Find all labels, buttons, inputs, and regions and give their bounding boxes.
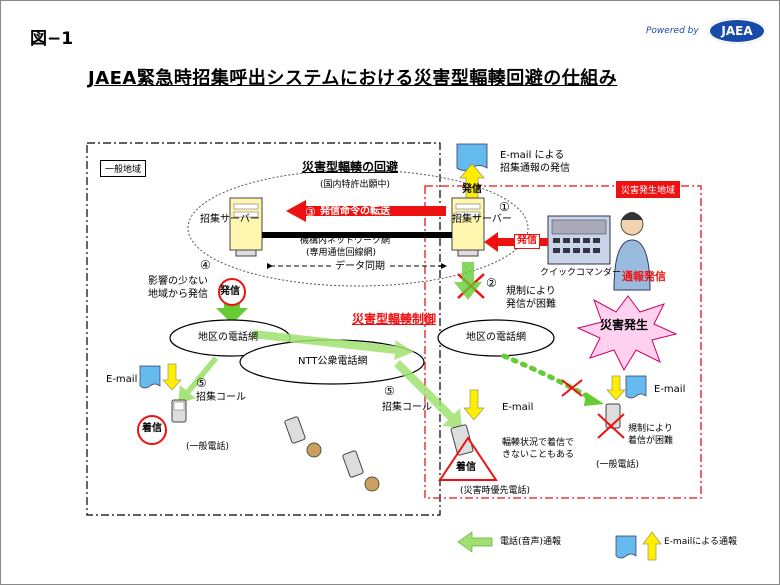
report-send-label: 通報発信 — [622, 270, 666, 283]
ntt-label: NTT公衆電話網 — [298, 356, 368, 367]
general-phone-left: (一般電話) — [186, 442, 230, 452]
congestion-note-line1: 輻輳状況で着信で — [502, 438, 575, 448]
disaster-burst-icon — [576, 295, 678, 372]
left-server-label: 招集サーバー — [200, 214, 260, 225]
legend-email-label: E-mailによる通報 — [664, 537, 737, 547]
network-line — [262, 232, 452, 238]
district-left-label: 地区の電話網 — [198, 332, 258, 343]
avoidance-title: 災害型輻輳の回避 — [302, 160, 399, 174]
phone-mid-icon — [450, 424, 474, 456]
step3-text: 発信命令の転送 — [320, 206, 390, 217]
received-circle-left-icon — [137, 415, 167, 445]
step2-marker: ② — [486, 276, 497, 290]
yellow-arrow-up-icon — [459, 163, 485, 201]
disaster-area-border — [424, 185, 702, 499]
green-arrow-cross-icon — [252, 330, 414, 360]
jaea-logo: JAEA — [708, 18, 766, 44]
sync-label: データ同期 — [332, 261, 388, 274]
phone-deco-1-icon — [284, 416, 322, 458]
district-net-right — [437, 319, 555, 357]
green-arrow-blocked-icon — [454, 262, 482, 300]
green-arrow-left-icon — [216, 298, 248, 324]
network-line2: (専用通信回線網) — [306, 248, 377, 258]
yellow-arrow-mid-icon — [463, 389, 485, 421]
avoidance-ellipse — [187, 169, 529, 287]
email-notice-line1: E-mail による — [500, 150, 565, 161]
right-server-icon — [451, 197, 485, 257]
send-box-label: 発信 — [514, 234, 540, 249]
received-left-label: 着信 — [142, 423, 162, 434]
network-line1: 機構内ネットワーク網 — [300, 236, 391, 246]
step3-marker: ③ — [305, 205, 316, 219]
call-left-label: 招集コール — [196, 392, 246, 403]
figure-label: 図−1 — [30, 29, 74, 49]
avoidance-subtitle: (国内特許出願中) — [320, 180, 391, 190]
step4-marker: ④ — [200, 258, 211, 272]
general-phone-right: (一般電話) — [596, 460, 640, 470]
email-left-label: E-mail — [106, 374, 138, 385]
page-title: JAEA緊急時招集呼出システムにおける災害型輻輳回避の仕組み — [88, 68, 618, 89]
priority-phone-label: (災害時優先電話) — [460, 486, 531, 496]
green-dotted-path — [501, 353, 593, 401]
low-impact-line1: 影響の少ない — [148, 276, 208, 287]
email-notice-line2: 招集通報の発信 — [500, 163, 570, 174]
reg-right-line1: 規制により — [628, 424, 673, 434]
send-circle-icon — [218, 278, 246, 306]
general-area-border — [86, 142, 441, 516]
transfer-arrow-icon — [286, 200, 446, 222]
disaster-area-label: 災害発生地域 — [616, 181, 681, 198]
district-right-label: 地区の電話網 — [466, 332, 526, 343]
right-server-label: 招集サーバー — [452, 214, 512, 225]
left-server-icon — [229, 197, 263, 257]
email-flag-right-icon — [625, 375, 647, 399]
general-area-label: 一般地域 — [100, 160, 147, 177]
reg-right-line2: 着信が困難 — [628, 436, 674, 446]
send-label: 発信 — [462, 184, 482, 195]
legend-voice-label: 電話(音声)通報 — [500, 537, 562, 547]
step1-marker: ① — [499, 200, 510, 214]
quick-commander-label: クイックコマンダー — [540, 268, 622, 278]
yellow-arrow-right-icon — [606, 375, 626, 401]
regulation-line2: 発信が困難 — [506, 299, 556, 310]
low-impact-line2: 地域から発信 — [148, 289, 208, 300]
email-flag-left-icon — [139, 365, 161, 389]
send-circle-label: 発信 — [220, 286, 240, 297]
phone-deco-2-icon — [342, 450, 380, 492]
congestion-control-label: 災害型輻輳制御 — [352, 312, 437, 326]
call-mid-label: 招集コール — [382, 402, 432, 413]
disaster-occurred-label: 災害発生 — [600, 318, 649, 332]
green-arrow-down-mid-icon — [394, 360, 462, 428]
email-mid-label: E-mail — [502, 402, 534, 413]
legend-green-arrow-icon — [457, 531, 493, 553]
phone-left-icon — [171, 399, 187, 423]
received-mid-label: 着信 — [456, 462, 476, 473]
person-icon — [613, 212, 651, 291]
powered-by-text: Powered by — [646, 26, 699, 36]
step5-right-marker: ⑤ — [384, 384, 395, 398]
green-arrow-to-phone-icon — [178, 356, 218, 404]
email-right-label: E-mail — [654, 384, 686, 395]
regulation-line1: 規制により — [506, 286, 556, 297]
warning-triangle-icon — [438, 436, 498, 481]
congestion-note-line2: きないこともある — [502, 450, 575, 460]
step5-left-marker: ⑤ — [196, 376, 207, 390]
yellow-arrow-left-icon — [162, 363, 182, 391]
legend-yellow-arrow-icon — [642, 531, 662, 561]
legend-flag-icon — [615, 535, 637, 559]
